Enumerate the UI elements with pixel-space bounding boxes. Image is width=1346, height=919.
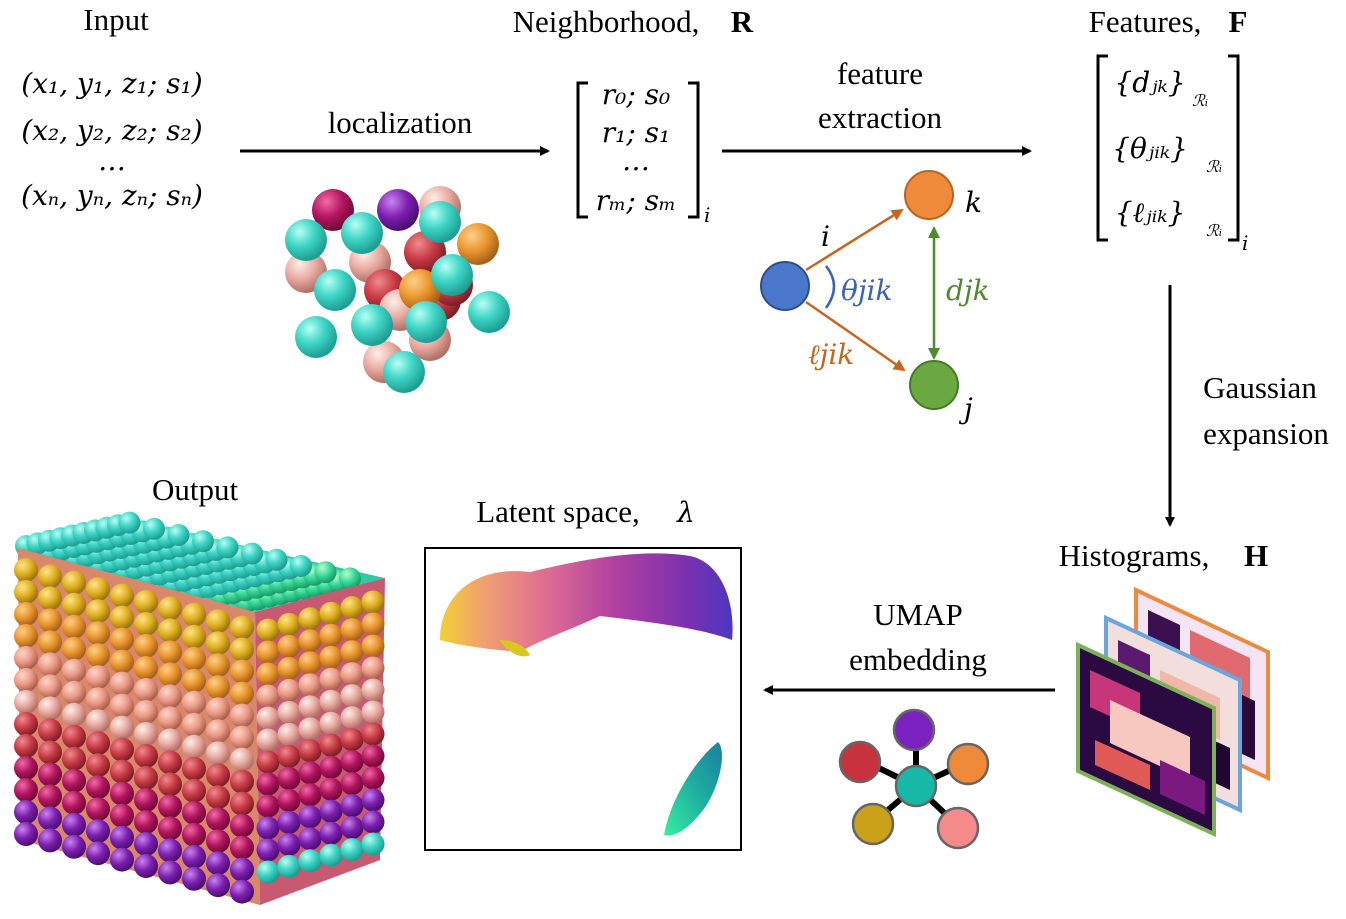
node-k — [904, 170, 954, 220]
neighborhood-row-1: r₁; s₁ — [602, 116, 671, 149]
neighborhood-symbol: R — [731, 4, 754, 39]
node-k-label: k — [965, 186, 982, 219]
features-row-angle: {θⱼᵢₖ} — [1112, 132, 1188, 165]
output-crystal-cube — [14, 511, 385, 905]
node-j-label: j — [958, 392, 973, 425]
umap-embedding-label-2: embedding — [849, 642, 987, 677]
triplet-graph: i k j θjik djk ℓjik — [760, 170, 990, 425]
neighborhood-title: Neighborhood, — [513, 4, 700, 39]
distance-label: djk — [946, 274, 990, 307]
neighborhood-bracket-left — [576, 81, 588, 219]
feature-extraction-label-1: feature — [837, 56, 923, 91]
latent-cluster-bottom — [664, 742, 722, 836]
neighborhood-row-0: r₀; s₀ — [602, 78, 671, 111]
localization-label: localization — [328, 105, 473, 140]
input-row-1: (x₁, y₁, z₁; s₁) — [21, 67, 202, 100]
histograms-title: Histograms, — [1059, 538, 1210, 573]
features-bracket-left — [1096, 54, 1108, 242]
latent-title: Latent space, — [476, 494, 640, 529]
gaussian-expansion-label-1: Gaussian — [1203, 370, 1317, 405]
umap-embedding-label-1: UMAP — [873, 597, 963, 632]
histograms-symbol: H — [1244, 538, 1268, 573]
features-title: Features, — [1089, 4, 1202, 39]
input-row-n: (xₙ, yₙ, zₙ; sₙ) — [21, 179, 203, 212]
features-row-subscript-3: ℛᵢ — [1206, 221, 1222, 240]
neighborhood-row-ellipsis: … — [622, 144, 650, 177]
umap-graph-icon — [838, 708, 990, 850]
node-i-label: i — [821, 220, 830, 253]
features-row-subscript-2: ℛᵢ — [1206, 157, 1222, 176]
neighborhood-bracket-right — [688, 81, 700, 219]
neighborhood-row-m: rₘ; sₘ — [596, 184, 676, 217]
feature-extraction-label-2: extraction — [818, 100, 942, 135]
output-title: Output — [152, 472, 239, 507]
neighborhood-sphere-cluster — [285, 186, 510, 393]
histogram-stack — [1076, 586, 1270, 838]
input-row-2: (x₂, y₂, z₂; s₂) — [21, 114, 202, 147]
features-row-subscript-1: ℛᵢ — [1192, 91, 1208, 110]
features-bracket-right — [1228, 54, 1240, 242]
neighborhood-subscript: i — [704, 203, 710, 227]
input-title: Input — [83, 2, 149, 37]
features-subscript: i — [1242, 231, 1248, 255]
features-row-length: {ℓⱼᵢₖ} — [1115, 196, 1186, 229]
node-i — [760, 261, 810, 311]
features-symbol: F — [1229, 4, 1248, 39]
latent-cluster-top — [440, 553, 733, 652]
length-label: ℓjik — [808, 338, 854, 371]
node-j — [909, 360, 959, 410]
latent-symbol: λ — [676, 496, 695, 529]
features-row-distance: {dⱼₖ} — [1114, 66, 1185, 99]
gaussian-expansion-label-2: expansion — [1203, 416, 1329, 451]
input-row-ellipsis: … — [98, 144, 126, 177]
angle-label: θjik — [841, 274, 892, 307]
